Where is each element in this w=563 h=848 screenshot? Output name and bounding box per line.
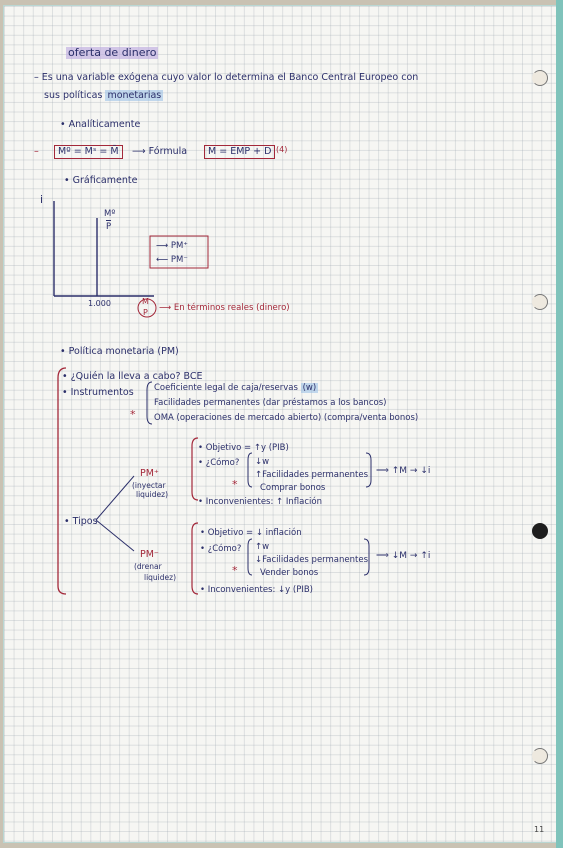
binder-hole-icon: [532, 523, 548, 539]
intro-line-2: sus políticas monetarias: [44, 90, 164, 102]
pm-minus-objective: • Objetivo = ↓ inflación: [200, 528, 302, 538]
instrument-1: Coeficiente legal de caja/reservas (w): [154, 382, 319, 394]
formula-arrow-label: ⟶ Fórmula: [132, 146, 188, 157]
instrument-1-text: Coeficiente legal de caja/reservas: [154, 383, 298, 393]
pm-minus-asterisk: *: [232, 564, 238, 577]
boxed-formula: M = EMP + D: [204, 145, 276, 159]
pm-plus-sub-1: (inyectar: [132, 481, 166, 490]
pm-minus-drawback: • Inconvenientes: ↓y (PIB): [200, 585, 314, 595]
pm-plus-how-2: ↑Facilidades permanentes: [255, 470, 369, 480]
pm-plus-how: • ¿Cómo?: [198, 458, 240, 468]
legend-pm-minus: ⟵ PM⁻: [156, 255, 188, 265]
policy-who: • ¿Quién la lleva a cabo? BCE: [62, 371, 203, 382]
pm-plus-sub-2: liquidez): [136, 490, 169, 499]
pm-minus-sub-2: liquidez): [144, 573, 177, 582]
curve-label-num: Mº: [104, 209, 116, 219]
intro-highlight: monetarias: [105, 90, 164, 101]
pm-minus-sub-1: (drenar: [134, 562, 162, 571]
pm-minus-title: PM⁻: [140, 549, 159, 560]
analitic-heading: • Analíticamente: [60, 119, 141, 130]
page-number: 11: [534, 825, 545, 834]
intro-line-2-prefix: sus políticas: [44, 90, 103, 101]
instrument-3: OMA (operaciones de mercado abierto) (co…: [154, 413, 419, 423]
curve-label-den: P: [106, 220, 112, 232]
binder-hole-icon: [532, 748, 548, 764]
x-label-den: P: [143, 308, 148, 317]
graph-x-value: 1.000: [88, 299, 111, 308]
analitic-dash: –: [34, 146, 39, 157]
intro-line-1: – Es una variable exógena cuyo valor lo …: [34, 72, 419, 83]
instrument-1-tag: (w): [300, 383, 319, 393]
binder-hole-icon: [532, 294, 548, 310]
instrument-2: Facilidades permanentes (dar préstamos a…: [154, 398, 387, 408]
analitic-formula: Mº = Mˢ = M̄: [54, 145, 123, 159]
pm-minus-how: • ¿Cómo?: [200, 544, 242, 554]
handwritten-strokes: [53, 201, 372, 595]
page-title: oferta de dinero: [66, 46, 159, 59]
legend-pm-plus: ⟶ PM⁺: [156, 241, 188, 251]
pm-minus-how-1: ↑w: [255, 542, 270, 552]
types-label: • Tipos: [64, 516, 98, 527]
x-label-num: M: [142, 297, 149, 306]
graphic-heading: • Gráficamente: [64, 175, 138, 186]
pm-plus-asterisk: *: [232, 478, 238, 491]
pm-plus-how-1: ↓w: [255, 457, 270, 467]
instrument-asterisk: *: [130, 408, 136, 421]
pm-minus-result: ⟹ ↓M → ↑i: [376, 551, 431, 561]
pm-plus-title: PM⁺: [140, 468, 159, 479]
x-label-text: ⟶ En términos reales (dinero): [159, 303, 290, 313]
binder-hole-icon: [532, 70, 548, 86]
notebook-page: oferta de dinero – Es una variable exóge…: [4, 6, 556, 842]
page-edge: [556, 0, 563, 848]
pm-minus-how-3: Vender bonos: [260, 568, 319, 578]
instruments-label: • Instrumentos: [62, 387, 134, 398]
policy-heading: • Política monetaria (PM): [60, 346, 179, 357]
pm-minus-how-2: ↓Facilidades permanentes: [255, 555, 369, 565]
formula-ref: (4): [276, 145, 288, 154]
pm-plus-drawback: • Inconvenientes: ↑ Inflación: [198, 497, 322, 507]
pm-plus-how-3: Comprar bonos: [260, 483, 326, 493]
graph-y-axis-label: i: [40, 193, 44, 206]
pm-plus-objective: • Objetivo = ↑y (PIB): [198, 443, 289, 453]
pm-plus-result: ⟹ ↑M → ↓i: [376, 466, 431, 476]
